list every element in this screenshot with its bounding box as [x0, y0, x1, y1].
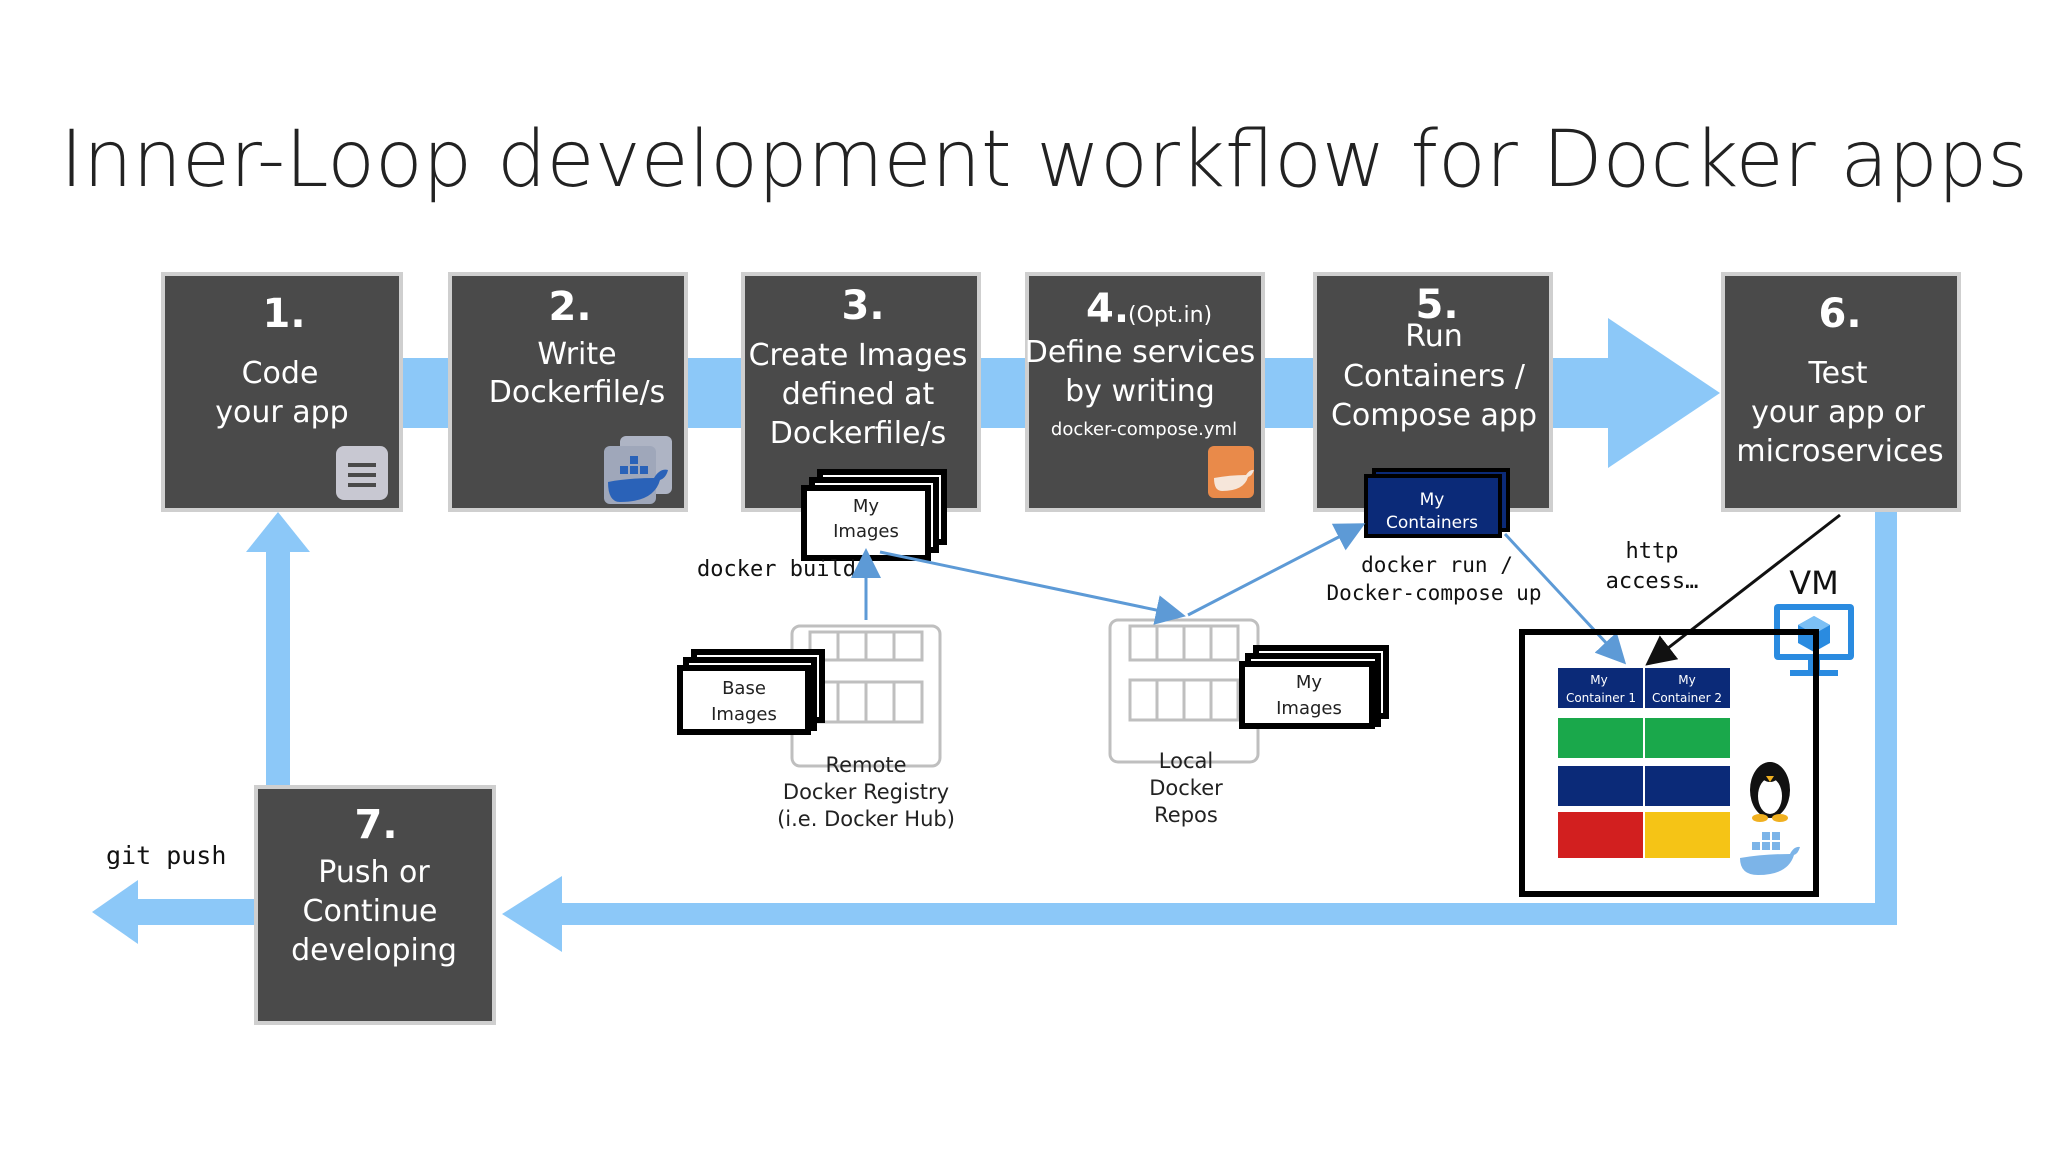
- flow-arrow-return: [502, 505, 1897, 952]
- my-images-top-line1: My: [853, 496, 880, 517]
- container-2: My Container 2: [1644, 668, 1730, 858]
- step-7-box: 7. Push or Continue developing: [254, 785, 496, 1025]
- remote-registry-line3: (i.e. Docker Hub): [777, 807, 955, 831]
- http-line2: access…: [1606, 569, 1699, 594]
- docker-run-line1: docker run /: [1361, 553, 1513, 577]
- container-1-line2: Container 1: [1566, 691, 1636, 705]
- git-push-label: git push: [106, 841, 226, 870]
- step-4-opt: (Opt.in): [1128, 303, 1212, 328]
- step-4-box: 4. (Opt.in) Define services by writing d…: [1025, 272, 1265, 512]
- base-images-line1: Base: [722, 678, 766, 699]
- step-7-line2: Continue: [303, 894, 438, 929]
- step-3-line2: defined at: [782, 377, 935, 412]
- base-images-line2: Images: [711, 704, 777, 725]
- flow-arrow-up: [246, 512, 310, 790]
- git-push-arrow: [92, 880, 256, 944]
- docker-whale-small-icon: [1740, 832, 1800, 875]
- my-images-stack-local: My Images: [1239, 645, 1389, 729]
- page-title: Inner-Loop development workflow for Dock…: [60, 115, 2028, 205]
- docker-build-label: docker build: [697, 557, 856, 582]
- connector-arrows: [851, 523, 1627, 665]
- step-6-box: 6. Test your app or microservices: [1721, 272, 1961, 512]
- remote-registry-line1: Remote: [825, 753, 906, 777]
- step-1-line2: your app: [215, 395, 348, 430]
- step-4-line2: by writing: [1065, 374, 1215, 409]
- linux-penguin-icon: [1750, 762, 1790, 822]
- vm-box: [1519, 629, 1819, 897]
- my-images-local-line1: My: [1296, 672, 1323, 693]
- step-3-line3: Dockerfile/s: [770, 416, 946, 451]
- my-containers-stack: My Containers: [1364, 468, 1510, 538]
- remote-registry-rack: [790, 624, 942, 768]
- arrow-containers-to-vm: [1503, 532, 1627, 665]
- step-2-line1: Write: [537, 337, 616, 372]
- step-2-number: 2.: [548, 284, 591, 330]
- http-line1: http: [1626, 539, 1679, 564]
- step-4-file: docker-compose.yml: [1051, 419, 1237, 440]
- local-repos-line2: Docker: [1149, 776, 1223, 800]
- step-2-line2: Dockerfile/s: [489, 375, 665, 410]
- base-images-stack: Base Images: [677, 649, 825, 735]
- my-containers-line1: My: [1420, 490, 1445, 510]
- step-7-number: 7.: [354, 802, 397, 848]
- step-6-line2: your app or: [1751, 395, 1925, 430]
- docker-whale-icon: [604, 436, 672, 504]
- my-images-stack-top: My Images: [801, 469, 947, 561]
- local-repos-line1: Local: [1159, 749, 1213, 773]
- step-5-number: 5.: [1415, 282, 1458, 328]
- step-3-line1: Create Images: [749, 338, 968, 373]
- step-2-box: 2. Write Dockerfile/s: [448, 272, 688, 512]
- arrow-images-to-local: [879, 550, 1186, 625]
- remote-registry-line2: Docker Registry: [783, 780, 949, 804]
- step-6-number: 6.: [1818, 291, 1861, 337]
- step-6-line1: Test: [1807, 356, 1867, 391]
- docker-run-line2: Docker-compose up: [1327, 581, 1542, 605]
- container-1: My Container 1: [1558, 668, 1644, 858]
- docker-compose-icon: [1208, 446, 1254, 498]
- arrow-http-access: [1645, 513, 1841, 666]
- container-2-line1: My: [1678, 673, 1695, 687]
- local-repos-rack: [1108, 618, 1260, 764]
- step-7-line3: developing: [291, 933, 457, 968]
- container-2-line2: Container 2: [1652, 691, 1722, 705]
- step-5-line3: Compose app: [1331, 398, 1537, 433]
- my-images-top-line2: Images: [833, 521, 899, 542]
- step-5-line1: Run: [1405, 319, 1463, 354]
- step-6-line3: microservices: [1736, 434, 1943, 469]
- step-4-number: 4.: [1086, 286, 1129, 332]
- local-repos-line3: Repos: [1154, 803, 1218, 827]
- step-1-number: 1.: [262, 291, 305, 337]
- step-1-line1: Code: [242, 356, 319, 391]
- my-containers-line2: Containers: [1386, 513, 1478, 533]
- my-images-local-line2: Images: [1276, 698, 1342, 719]
- step-1-box: 1. Code your app: [161, 272, 403, 512]
- vm-label: VM: [1789, 564, 1839, 602]
- step-4-line1: Define services: [1025, 335, 1256, 370]
- container-1-line1: My: [1590, 673, 1607, 687]
- document-icon: [336, 446, 388, 500]
- arrow-local-to-containers: [1187, 523, 1366, 617]
- step-7-line1: Push or: [318, 855, 430, 890]
- step-5-line2: Containers /: [1343, 359, 1526, 394]
- step-3-number: 3.: [841, 283, 884, 329]
